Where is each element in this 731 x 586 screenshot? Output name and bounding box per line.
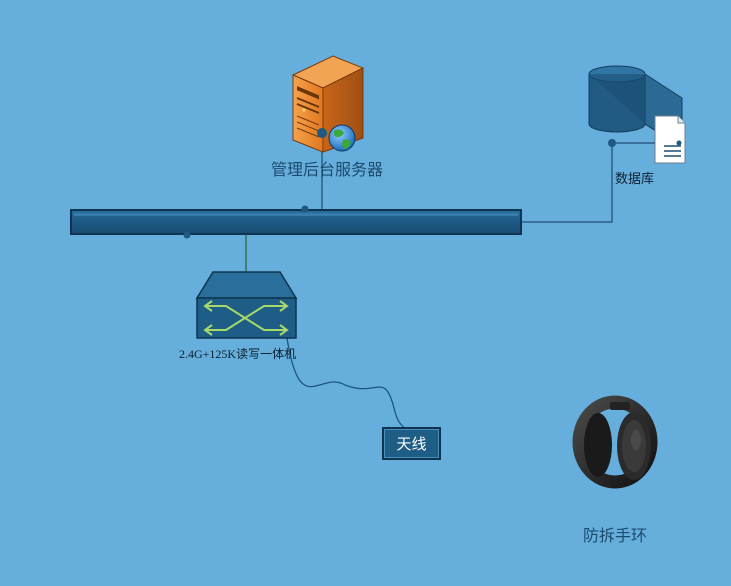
server-label: 管理后台服务器 xyxy=(271,160,384,179)
wristband-icon xyxy=(572,395,658,489)
switch-icon xyxy=(195,271,298,339)
database-icon xyxy=(588,65,686,164)
reader-antenna-cable xyxy=(286,337,406,429)
network-bus xyxy=(70,205,522,239)
wristband-label: 防拆手环 xyxy=(583,526,648,545)
database-label: 数据库 xyxy=(615,172,655,187)
antenna-node: 天线 xyxy=(382,427,441,460)
database-bus-link xyxy=(521,143,613,223)
connector-lines xyxy=(245,140,613,429)
reader-label: 2.4G+125K读写一体机 xyxy=(179,347,297,361)
globe-icon xyxy=(328,124,356,152)
antenna-label: 天线 xyxy=(396,435,427,453)
